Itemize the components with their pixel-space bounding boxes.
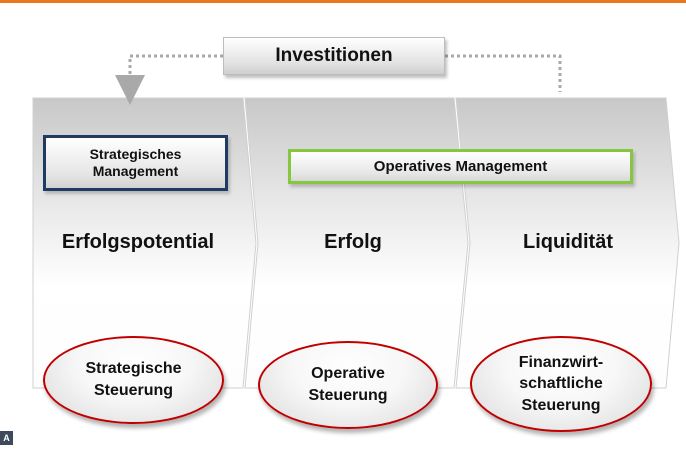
- operative-steuerung-oval: Operative Steuerung: [258, 341, 438, 429]
- strategisches-management-box: Strategisches Management: [43, 135, 228, 191]
- dotted-connector-right: [445, 54, 562, 92]
- finanzwirtschaftliche-steuerung-oval: Finanzwirt-schaftliche Steuerung: [470, 336, 652, 432]
- dotted-connector-left: [115, 54, 223, 105]
- stage-title-erfolg: Erfolg: [324, 231, 382, 253]
- stage-title-liquiditaet: Liquidität: [523, 231, 613, 253]
- operatives-management-box: Operatives Management: [288, 149, 633, 184]
- strategische-steuerung-oval: Strategische Steuerung: [43, 336, 224, 424]
- top-accent-rule: [0, 0, 686, 3]
- investitionen-box: Investitionen: [223, 37, 445, 75]
- corner-logo-mark: A: [0, 431, 13, 445]
- stage-title-erfolgspotential: Erfolgspotential: [61, 231, 215, 253]
